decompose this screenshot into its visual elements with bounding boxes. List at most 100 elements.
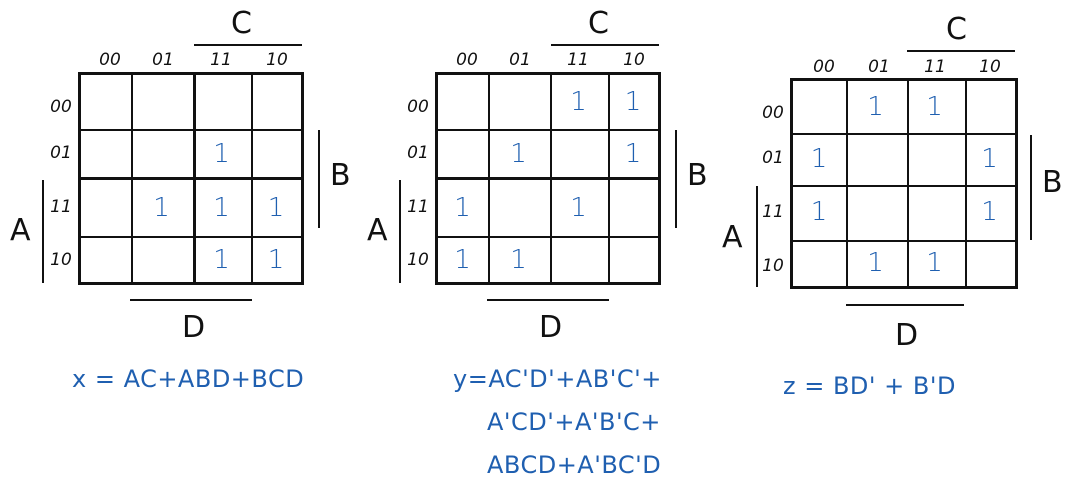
row-label: 00 [762, 103, 784, 123]
column-label: 00 [99, 50, 121, 70]
cell-r3-c3 [964, 240, 1015, 286]
variable-bar-d [130, 299, 252, 301]
cell-r0-c2: 1 [926, 91, 943, 122]
grid-line [81, 129, 301, 131]
cell-r2-c1 [846, 185, 905, 239]
variable-label-b: B [330, 158, 351, 193]
cell-r1-c0 [81, 130, 130, 178]
column-label: 01 [152, 50, 174, 70]
column-label: 11 [924, 57, 946, 77]
cell-r2-c2: 1 [213, 192, 230, 223]
cell-r2-c0: 1 [454, 192, 471, 223]
grid-line [846, 81, 848, 286]
cell-r3-c2: 1 [213, 244, 230, 275]
cell-r0-c1: 1 [867, 91, 884, 122]
variable-bar-d [487, 299, 609, 301]
cell-r1-c0 [438, 130, 487, 178]
variable-bar-a [399, 180, 401, 283]
cell-r1-c2 [906, 133, 963, 184]
cell-r0-c2 [193, 75, 250, 129]
cell-r3-c1: 1 [867, 248, 884, 278]
variable-label-d: D [539, 310, 563, 345]
cell-r2-c0: 1 [810, 197, 828, 227]
variable-bar-c [907, 50, 1015, 52]
grid-line [438, 236, 658, 238]
variable-bar-b [675, 130, 677, 228]
row-label: 11 [50, 197, 72, 217]
column-label: 10 [623, 50, 645, 70]
cell-r2-c1 [488, 179, 549, 236]
expression-line: ABCD+A'BC'D [487, 451, 662, 479]
row-label: 11 [407, 197, 429, 217]
cell-r0-c3: 1 [624, 87, 642, 117]
cell-r2-c2: 1 [570, 192, 587, 223]
variable-bar-d [846, 304, 964, 306]
row-label: 10 [762, 256, 784, 276]
column-label: 00 [813, 57, 835, 77]
cell-r2-c1: 1 [153, 192, 170, 223]
cell-r3-c0: 1 [454, 244, 471, 275]
variable-label-a: A [722, 220, 743, 255]
grid-line [81, 177, 301, 180]
cell-r0-c2: 1 [570, 87, 587, 117]
cell-r1-c0: 1 [810, 143, 828, 174]
cell-r3-c0 [81, 237, 130, 282]
row-label: 11 [762, 202, 784, 222]
variable-bar-c [551, 44, 659, 46]
cell-r0-c1 [488, 75, 549, 129]
variable-bar-a [756, 186, 758, 287]
column-label: 10 [266, 50, 288, 70]
cell-r3-c2 [550, 237, 607, 282]
cell-r1-c2 [550, 130, 607, 178]
expression-line: z = BD' + B'D [783, 372, 956, 400]
row-label: 00 [50, 97, 72, 117]
cell-r1-c1: 1 [510, 139, 527, 169]
cell-r3-c3: 1 [267, 244, 285, 275]
cell-r0-c1 [131, 75, 192, 129]
cell-r3-c1: 1 [510, 244, 527, 275]
variable-label-b: B [1042, 165, 1063, 200]
grid-line [81, 236, 301, 238]
row-label: 00 [407, 97, 429, 117]
variable-bar-b [318, 130, 320, 228]
kmap-grid [435, 72, 661, 285]
expression-line: A'CD'+A'B'C+ [487, 408, 661, 436]
column-label: 01 [868, 57, 890, 77]
grid-line [793, 133, 1015, 135]
variable-label-a: A [10, 213, 31, 248]
kmap-grid [790, 78, 1018, 289]
cell-r3-c0 [793, 240, 845, 286]
grid-line [438, 129, 658, 131]
cell-r1-c2: 1 [213, 139, 230, 169]
cell-r1-c1 [131, 130, 192, 178]
variable-bar-c [194, 44, 302, 46]
expression-line: y=AC'D'+AB'C'+ [453, 365, 662, 393]
cell-r3-c1 [131, 237, 192, 282]
cell-r1-c1 [846, 133, 905, 184]
column-label: 10 [979, 57, 1001, 77]
grid-line [793, 240, 1015, 242]
cell-r3-c3 [608, 237, 658, 282]
row-label: 01 [407, 143, 429, 163]
row-label: 10 [50, 250, 72, 270]
cell-r0-c3 [251, 75, 301, 129]
variable-bar-a [42, 180, 44, 283]
row-label: 10 [407, 250, 429, 270]
cell-r3-c2: 1 [926, 248, 943, 278]
row-label: 01 [762, 148, 784, 168]
variable-bar-b [1030, 135, 1032, 240]
cell-r1-c3: 1 [624, 139, 642, 169]
grid-line [907, 81, 909, 286]
cell-r1-c3 [251, 130, 301, 178]
kmap-grid [78, 72, 304, 285]
cell-r0-c0 [81, 75, 130, 129]
column-label: 01 [509, 50, 531, 70]
row-label: 01 [50, 143, 72, 163]
variable-label-b: B [687, 158, 708, 193]
cell-r2-c3: 1 [267, 192, 285, 223]
cell-r2-c0 [81, 179, 130, 236]
variable-label-c: C [231, 6, 252, 41]
grid-line [793, 185, 1015, 187]
cell-r2-c3: 1 [981, 197, 998, 227]
column-label: 00 [456, 50, 478, 70]
